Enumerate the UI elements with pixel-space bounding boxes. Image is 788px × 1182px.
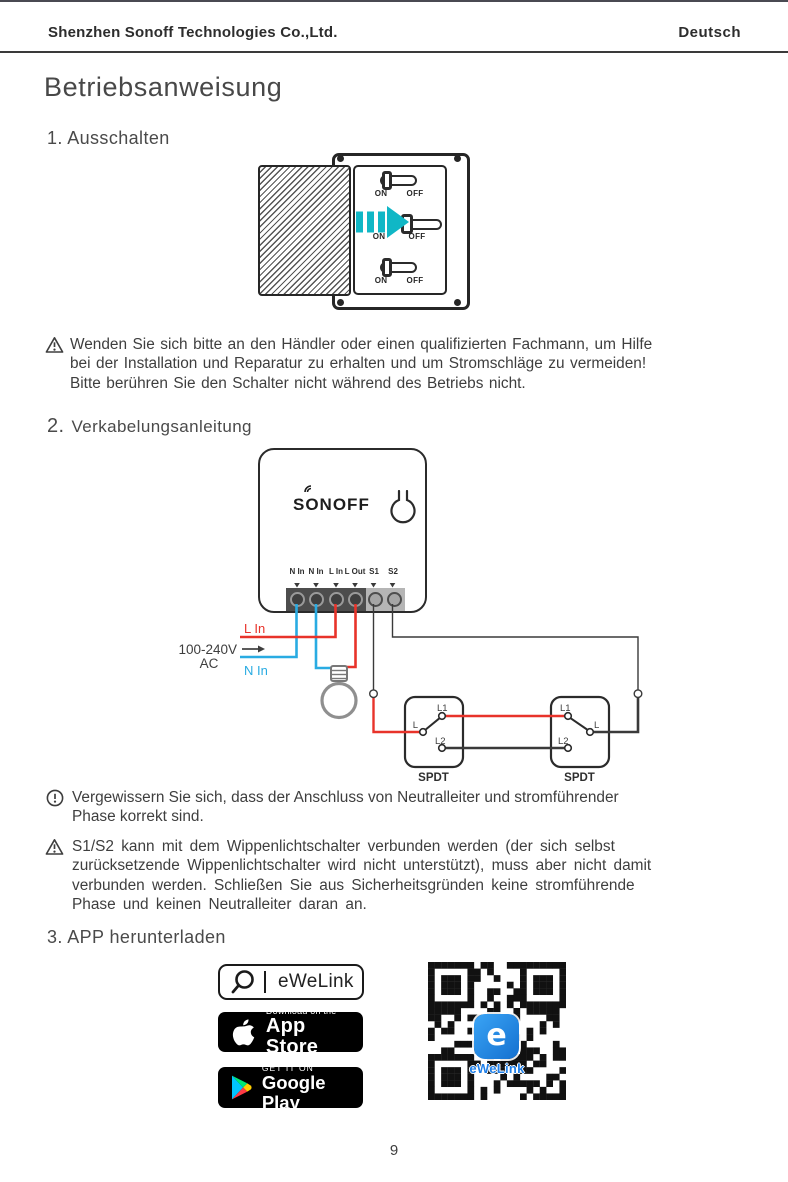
terminal-hole[interactable] bbox=[368, 592, 383, 607]
ewelink-app-icon: e bbox=[474, 1014, 519, 1059]
spdt1-name-label: SPDT bbox=[418, 772, 449, 784]
wire-live-bulb bbox=[343, 604, 357, 672]
spdt1-pin-l2 bbox=[437, 743, 447, 753]
spdt2-l2-label: L2 bbox=[558, 736, 569, 747]
switch-door bbox=[258, 165, 351, 296]
wire-s2-lower bbox=[593, 697, 640, 734]
search-divider bbox=[264, 971, 266, 993]
wire-s1-lower bbox=[372, 697, 420, 734]
spdt1-pin-l bbox=[418, 727, 428, 737]
spdt1-l2-label: L2 bbox=[435, 736, 446, 747]
qr-caption: eWeLink bbox=[469, 1061, 525, 1076]
ewelink-search-badge: eWeLink bbox=[218, 964, 364, 1000]
section-2-heading: 2. Verkabelungsanleitung bbox=[47, 415, 252, 438]
section-3-heading: 3. APP herunterladen bbox=[47, 927, 226, 947]
spdt2-pin-l2 bbox=[563, 743, 573, 753]
connector-dot bbox=[368, 689, 378, 699]
qr-code[interactable] bbox=[428, 962, 566, 1100]
switch-track[interactable] bbox=[380, 262, 417, 273]
spdt2-name-label: SPDT bbox=[564, 772, 595, 784]
spdt2-l1-label: L1 bbox=[560, 703, 571, 714]
terminal-label-s2: S2 bbox=[388, 567, 398, 576]
terminal-label-n-in-1: N In bbox=[289, 567, 305, 576]
off-label: OFF bbox=[408, 232, 426, 241]
slide-arrow-icon bbox=[356, 206, 409, 238]
spdt1-l1-label: L1 bbox=[437, 703, 448, 714]
spdt1-lever bbox=[423, 717, 441, 732]
voltage-label: 100-240V bbox=[178, 642, 237, 657]
on-label: ON bbox=[374, 276, 388, 285]
sonoff-logo: SONOFF bbox=[293, 495, 370, 514]
wire-s2-upper bbox=[391, 604, 639, 690]
light-bulb bbox=[320, 665, 358, 720]
top-edge-line bbox=[0, 0, 788, 2]
screw-dot bbox=[454, 299, 461, 306]
screw-dot bbox=[337, 299, 344, 306]
screw-dot bbox=[454, 155, 461, 162]
wifi-mark-icon bbox=[304, 485, 312, 493]
language-label: Deutsch bbox=[678, 24, 741, 41]
ac-label: AC bbox=[200, 656, 219, 671]
terminal-label-l-out: L Out bbox=[344, 567, 366, 576]
page-number: 9 bbox=[389, 1142, 399, 1159]
appstore-line2: App Store bbox=[265, 1015, 319, 1058]
spdt2-pin-l bbox=[585, 727, 595, 737]
spdt2-l-label: L bbox=[594, 720, 599, 731]
appstore-badge[interactable]: Download on the App Store bbox=[218, 1006, 363, 1058]
warning-triangle-icon bbox=[45, 839, 64, 855]
off-label: OFF bbox=[406, 276, 424, 285]
terminal-hole[interactable] bbox=[387, 592, 402, 607]
googleplay-line2: Google Play bbox=[261, 1071, 326, 1113]
on-label: ON bbox=[374, 189, 388, 198]
page-title: Betriebsanweisung bbox=[44, 72, 283, 102]
terminal-pointer-icons bbox=[294, 583, 396, 588]
spdt-pins bbox=[418, 711, 595, 753]
connector-dot bbox=[633, 689, 643, 699]
spdt1-l-label: L bbox=[413, 720, 418, 731]
screw-dot bbox=[337, 155, 344, 162]
spdt2-lever bbox=[569, 716, 590, 732]
switch-knob[interactable] bbox=[382, 258, 392, 277]
off-label: OFF bbox=[406, 189, 424, 198]
warning-1-text: Wenden Sie sich bitte an den Händler ode… bbox=[70, 336, 653, 392]
live-label: L In bbox=[244, 621, 265, 636]
switch-knob[interactable] bbox=[382, 171, 392, 190]
warning-2-text: S1/S2 kann mit dem Wippenlichtschalter v… bbox=[72, 838, 652, 913]
wiring-svg: L In 100-240V AC N In L L1 L2 SPDT L1 L2… bbox=[178, 583, 643, 784]
ac-arrow-icon bbox=[242, 645, 265, 653]
warning-triangle-icon bbox=[45, 337, 64, 353]
neutral-label: N In bbox=[244, 663, 268, 678]
sonoff-device: SONOFF bbox=[258, 448, 427, 613]
section-2-number: 2. bbox=[47, 415, 65, 437]
terminal-label-n-in-2: N In bbox=[308, 567, 324, 576]
apple-icon bbox=[232, 1019, 255, 1046]
on-label: ON bbox=[372, 232, 386, 241]
terminal-label-s1: S1 bbox=[369, 567, 379, 576]
google-play-icon bbox=[231, 1075, 252, 1100]
note-1-text: Vergewissern Sie sich, dass der Anschlus… bbox=[72, 789, 619, 826]
googleplay-badge[interactable]: GET IT ON Google Play bbox=[218, 1063, 363, 1112]
appstore-line1: Download on the bbox=[265, 1006, 337, 1016]
ewelink-app-letter: e bbox=[486, 1018, 507, 1053]
spdt2-pin-l1 bbox=[563, 711, 573, 721]
switch-track[interactable] bbox=[380, 175, 417, 186]
info-circle-icon bbox=[46, 789, 64, 807]
keyhole-icon bbox=[390, 490, 416, 524]
terminal-block-switch bbox=[366, 588, 405, 611]
section-1-heading: 1. Ausschalten bbox=[47, 128, 170, 148]
wire-neutral-source bbox=[240, 604, 298, 659]
section-2-label: Verkabelungsanleitung bbox=[71, 417, 252, 436]
googleplay-line1: GET IT ON bbox=[261, 1062, 314, 1073]
terminal-label-l-in: L In bbox=[328, 567, 344, 576]
company-name: Shenzhen Sonoff Technologies Co.,Ltd. bbox=[48, 24, 338, 41]
ewelink-label: eWeLink bbox=[278, 971, 354, 992]
header-divider bbox=[0, 51, 788, 53]
wire-live-source bbox=[240, 604, 337, 639]
spdt1-pin-l1 bbox=[437, 711, 447, 721]
search-icon bbox=[231, 970, 254, 994]
